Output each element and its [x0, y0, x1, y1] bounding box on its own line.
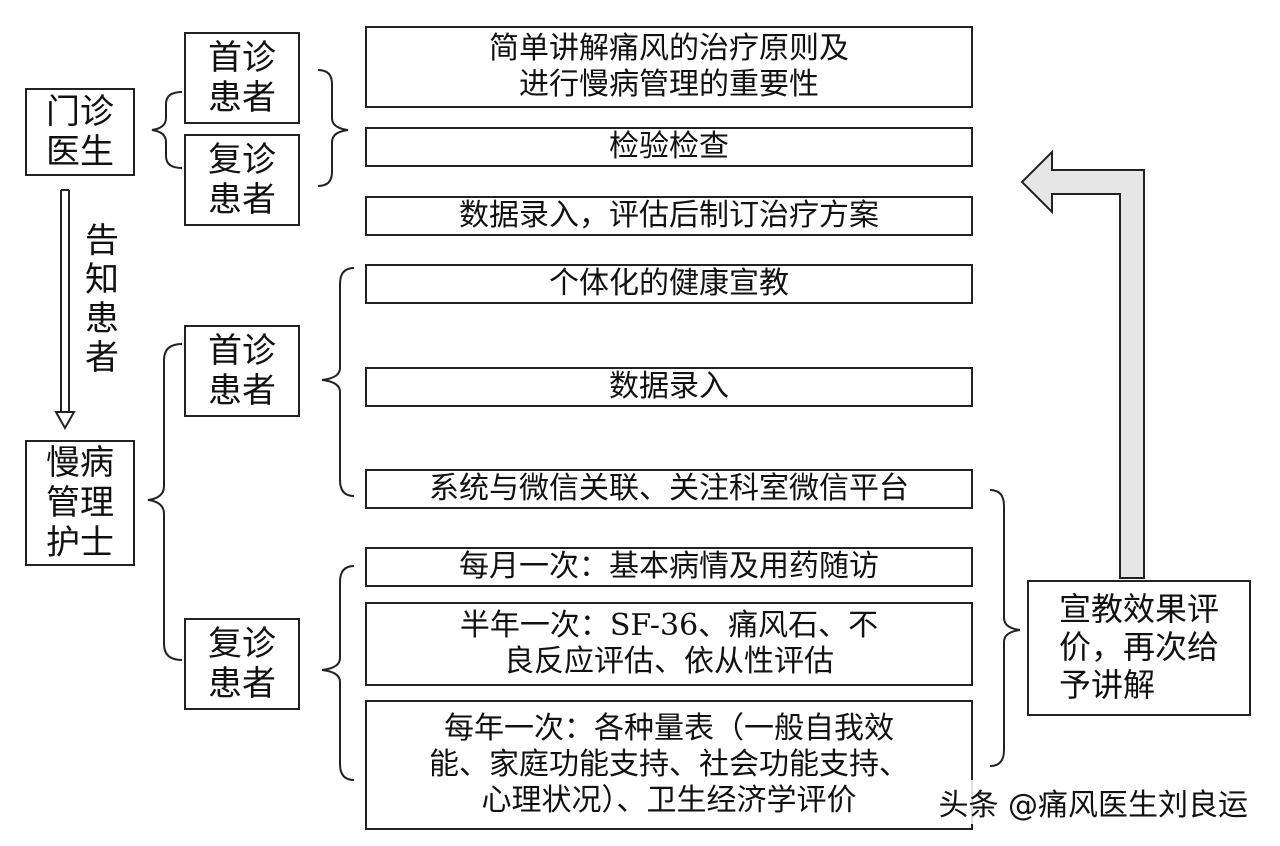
nurse-first-visit-line-1: 首诊 [208, 330, 276, 371]
doctor-return-visit-line-2: 患者 [208, 180, 276, 220]
doctor-first-visit-line-1: 首诊 [208, 37, 276, 78]
nurse-return-task-box-3: 每年一次：各种量表（一般自我效 能、家庭功能支持、社会功能支持、 心理状况）、卫… [365, 700, 973, 830]
nurse-first-task-box-3: 系统与微信关联、关注科室微信平台 [365, 469, 973, 509]
nurse-first-task-box-2: 数据录入 [365, 367, 973, 407]
inform-char-1: 告 [85, 221, 119, 261]
doctor-return-visit-box: 复诊 患者 [184, 134, 300, 226]
nurse-return-task-3-line-1: 每年一次：各种量表（一般自我效 [444, 711, 894, 746]
chronic-nurse-line-3: 护士 [46, 523, 114, 564]
inform-arrow [54, 189, 76, 431]
outpatient-doctor-line-2: 医生 [46, 132, 114, 172]
feedback-arrow [1020, 149, 1145, 579]
doctor-task-box-3: 数据录入，评估后制订治疗方案 [365, 196, 973, 236]
inform-char-4: 者 [85, 338, 119, 379]
nurse-first-visit-box: 首诊 患者 [184, 325, 300, 417]
doctor-first-visit-box: 首诊 患者 [184, 32, 300, 124]
nurse-return-task-2-line-2: 良反应评估、依从性评估 [504, 644, 834, 679]
inform-patient-label: 告 知 患 者 [82, 221, 122, 379]
nurse-return-task-3-line-2: 能、家庭功能支持、社会功能支持、 [429, 747, 909, 782]
nurse-first-task-1-line-1: 个体化的健康宣教 [549, 266, 789, 301]
inform-char-2: 知 [85, 260, 119, 301]
doctor-first-visit-line-2: 患者 [208, 78, 276, 118]
evaluation-box: 宣教效果评 价，再次给 予讲解 [1027, 580, 1251, 716]
watermark: 头条 @痛风医生刘良运 [934, 780, 1252, 824]
doctor-return-visit-line-1: 复诊 [208, 139, 276, 180]
chronic-nurse-box: 慢病 管理 护士 [25, 440, 135, 566]
doctor-task-1-line-1: 简单讲解痛风的治疗原则及 [489, 31, 849, 66]
evaluation-line-1: 宣教效果评 [1058, 590, 1219, 629]
nurse-return-task-3-line-3: 心理状况）、卫生经济学评价 [481, 783, 857, 818]
doctor-task-box-2: 检验检查 [365, 127, 973, 167]
brace-doctor-tasks [317, 69, 349, 187]
brace-nurse-return [321, 565, 355, 781]
nurse-first-task-2-line-1: 数据录入 [609, 369, 729, 404]
brace-nurse [147, 343, 183, 661]
nurse-return-visit-line-1: 复诊 [208, 623, 276, 664]
nurse-first-task-3-line-1: 系统与微信关联、关注科室微信平台 [429, 471, 909, 506]
nurse-return-task-box-2: 半年一次：SF-36、痛风石、不 良反应评估、依从性评估 [365, 602, 973, 686]
nurse-first-visit-line-2: 患者 [208, 371, 276, 411]
evaluation-line-2: 价，再次给 [1058, 628, 1219, 667]
brace-nurse-first [321, 267, 355, 497]
doctor-task-2-line-1: 检验检查 [609, 129, 729, 164]
evaluation-line-3: 予讲解 [1058, 665, 1155, 704]
chronic-nurse-line-1: 慢病 [46, 442, 114, 483]
outpatient-doctor-box: 门诊 医生 [25, 88, 135, 176]
nurse-return-task-box-1: 每月一次：基本病情及用药随访 [365, 547, 973, 587]
inform-char-3: 患 [85, 299, 119, 340]
outpatient-doctor-line-1: 门诊 [46, 91, 114, 132]
nurse-return-visit-box: 复诊 患者 [184, 618, 300, 710]
doctor-task-box-1: 简单讲解痛风的治疗原则及 进行慢病管理的重要性 [365, 26, 973, 108]
doctor-task-3-line-1: 数据录入，评估后制订治疗方案 [459, 198, 879, 233]
nurse-return-task-1-line-1: 每月一次：基本病情及用药随访 [459, 549, 879, 584]
nurse-return-visit-line-2: 患者 [208, 664, 276, 704]
nurse-return-task-2-line-1: 半年一次：SF-36、痛风石、不 [459, 608, 879, 643]
nurse-first-task-box-1: 个体化的健康宣教 [365, 264, 973, 304]
doctor-task-1-line-2: 进行慢病管理的重要性 [519, 67, 819, 102]
brace-doctor [151, 91, 183, 169]
brace-evaluation [989, 489, 1021, 767]
chronic-nurse-line-2: 管理 [46, 482, 114, 523]
